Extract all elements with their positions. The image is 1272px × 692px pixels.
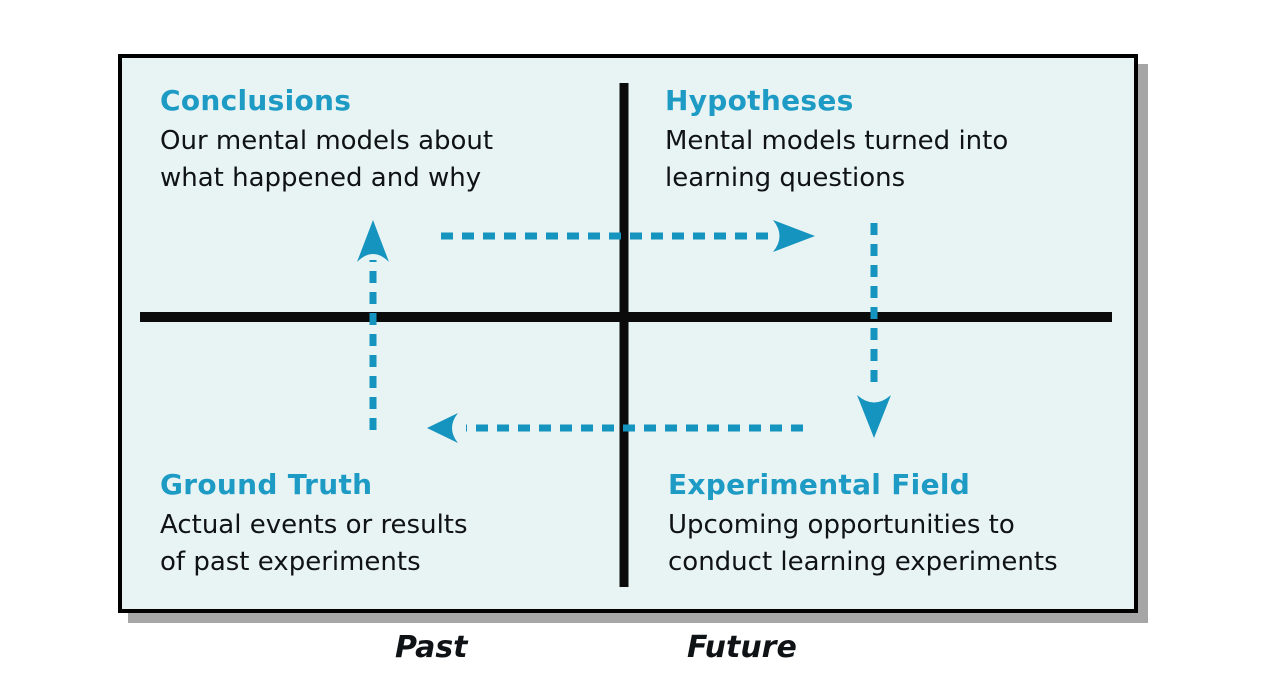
arrow-ground-truth-to-conclusions-icon [357,220,389,430]
quadrant-title: Hypotheses [665,84,854,117]
quadrant-title: Ground Truth [160,468,373,501]
arrow-hypotheses-to-experimental-field-icon [857,223,891,438]
quadrant-description-line: conduct learning experiments [668,547,1058,577]
quadrant-title: Conclusions [160,84,352,117]
arrow-experimental-field-to-ground-truth-icon [427,413,803,443]
axis-label-future: Future [687,630,797,665]
quadrant-description-line: of past experiments [160,547,421,577]
quadrant-ground-truth: Ground Truth Actual events or results of… [160,468,468,581]
quadrant-experimental-field: Experimental Field Upcoming opportunitie… [668,468,1058,581]
axis-label-past: Past [395,630,468,665]
quadrant-title: Experimental Field [668,468,971,501]
quadrant-description-line: Our mental models about [160,126,494,156]
quadrant-description-line: what happened and why [160,163,482,193]
quadrant-description-line: learning questions [665,163,906,193]
quadrant-description-line: Upcoming opportunities to [668,510,1015,540]
quadrant-description-line: Mental models turned into [665,126,1009,156]
arrow-conclusions-to-hypotheses-icon [441,220,815,252]
quadrant-description-line: Actual events or results [160,510,468,540]
quadrant-hypotheses: Hypotheses Mental models turned into lea… [665,84,1008,197]
axes-and-arrows-layer [140,83,1112,587]
quadrant-conclusions: Conclusions Our mental models about what… [160,84,493,197]
